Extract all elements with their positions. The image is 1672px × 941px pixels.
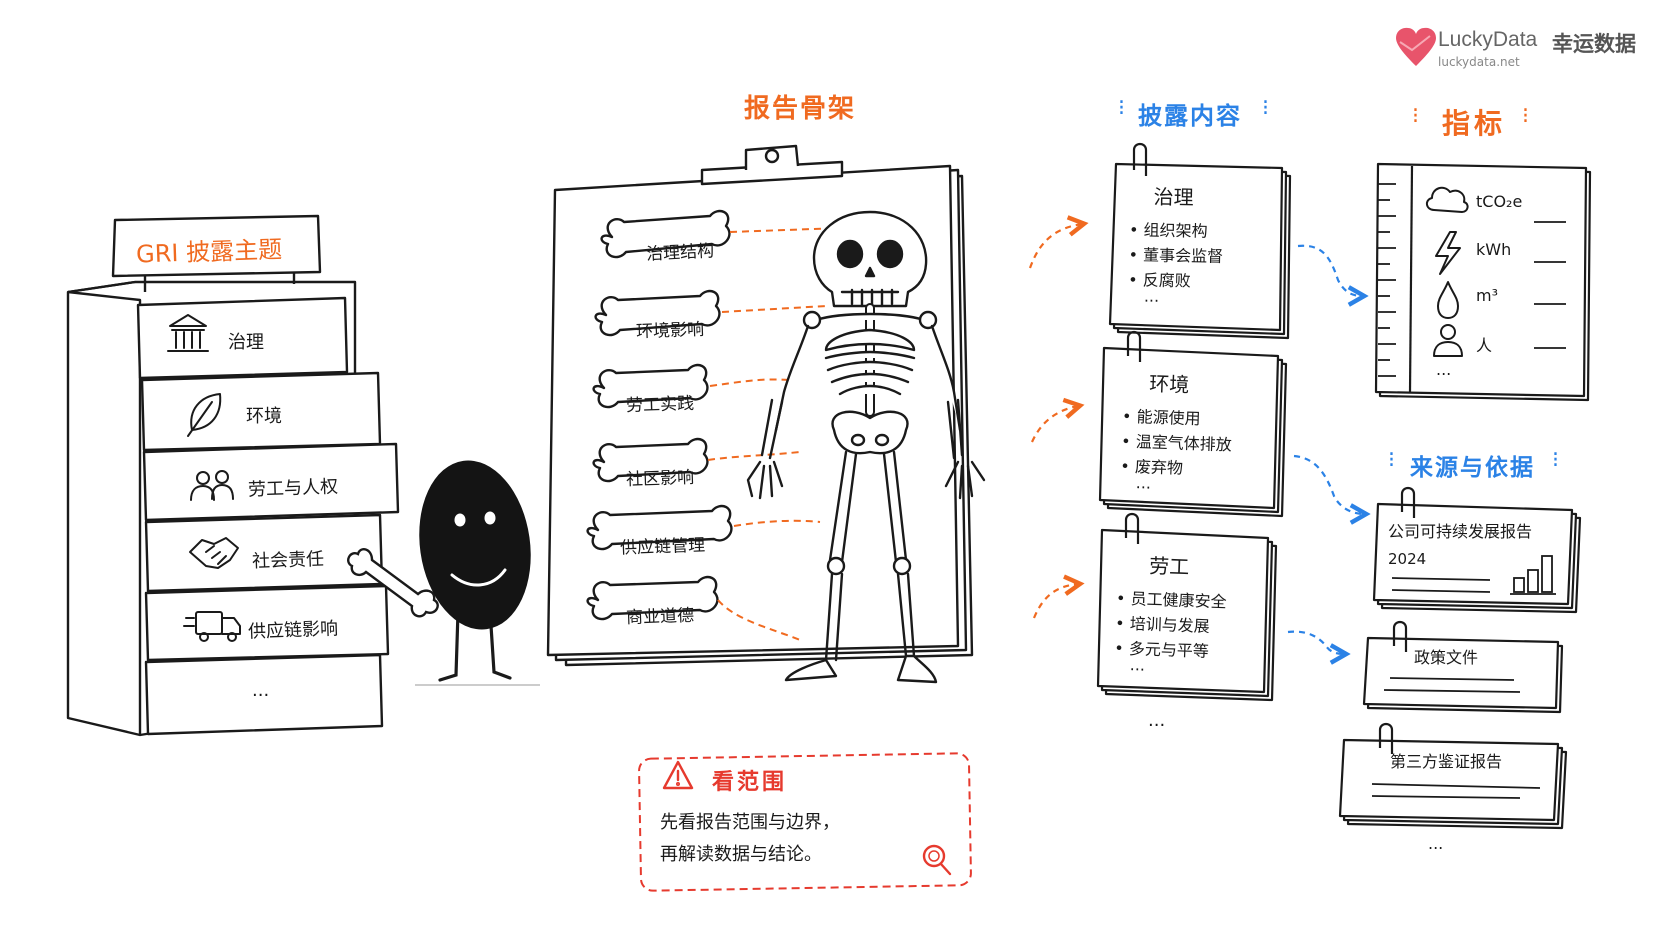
brand-url: luckydata.net <box>1438 55 1520 69</box>
bone-label-1: 环境影响 <box>635 319 705 343</box>
skeleton-figure <box>746 210 986 684</box>
scope-note-title: 看范围 <box>712 770 788 795</box>
drawer-label-social: 社会责任 <box>251 548 325 573</box>
cloud-icon <box>1426 186 1469 213</box>
drawer-governance <box>136 296 349 380</box>
drawer-label-labor: 劳工与人权 <box>247 476 339 501</box>
disclosure-bracket-left: ⁝ <box>1118 96 1125 121</box>
water-drop-icon <box>1437 281 1459 319</box>
lightning-icon <box>1435 231 1461 275</box>
warning-icon <box>662 760 694 790</box>
drawer-labor <box>142 442 400 522</box>
source-label-assurance: 第三方鉴证报告 <box>1390 752 1503 771</box>
card-item: • 员工健康安全 <box>1115 588 1227 612</box>
handshake-icon <box>189 537 239 569</box>
bone-label-5: 商业道德 <box>625 605 695 629</box>
metrics-bracket-left: ⁝ <box>1412 104 1419 129</box>
card-item: • 反腐败 <box>1128 270 1191 291</box>
drawer-label-supply-chain: 供应链影响 <box>247 618 339 643</box>
metric-unit-person: 人 <box>1476 336 1493 355</box>
card-more: ... <box>1143 286 1160 306</box>
magnifier-icon <box>922 844 952 876</box>
luckydata-logo-icon <box>1396 27 1436 66</box>
bone-shape-4 <box>586 504 733 551</box>
filing-cabinet <box>66 214 400 737</box>
disclosure-card-2-shape <box>1096 512 1278 702</box>
card-item: • 温室气体排放 <box>1120 431 1233 455</box>
metrics-more: ... <box>1436 360 1452 379</box>
bone-shape-0 <box>600 209 731 259</box>
metric-unit-co2: tCO₂e <box>1476 192 1523 211</box>
card-heading: 劳工 <box>1148 553 1190 580</box>
card-item: • 董事会监督 <box>1128 245 1224 266</box>
card-item: • 能源使用 <box>1121 406 1201 429</box>
gri-sign-label: GRI 披露主题 <box>135 235 283 269</box>
gri-sign-board <box>111 214 322 278</box>
bone-label-0: 治理结构 <box>645 241 715 265</box>
people-icon <box>190 470 234 501</box>
card-more: ... <box>1129 655 1146 675</box>
card-item: • 废弃物 <box>1120 456 1184 478</box>
metrics-ruler <box>1374 162 1592 402</box>
sources-more: ... <box>1428 834 1444 853</box>
metric-unit-m3: m³ <box>1476 286 1498 305</box>
bone-label-3: 社区影响 <box>625 467 695 491</box>
brand-name-cn: 幸运数据 <box>1552 32 1636 56</box>
truck-icon <box>183 611 241 642</box>
drawer-label-more: ... <box>252 680 270 701</box>
bone-shape-5 <box>586 575 719 621</box>
bar-chart-icon <box>1510 555 1556 595</box>
disclosure-bracket-right: ⁝ <box>1262 96 1269 121</box>
leaf-icon <box>187 393 222 437</box>
disclosure-card-1-shape <box>1098 330 1288 518</box>
card-item: • 培训与发展 <box>1114 613 1211 636</box>
sources-bracket-left: ⁝ <box>1388 448 1395 473</box>
metric-unit-kwh: kWh <box>1476 240 1512 259</box>
disclosure-title: 披露内容 <box>1138 102 1242 130</box>
metrics-bracket-right: ⁝ <box>1522 104 1529 129</box>
scope-note-line1: 先看报告范围与边界， <box>660 812 840 833</box>
card-item: • 组织架构 <box>1128 220 1208 241</box>
drawer-label-environment: 环境 <box>246 406 282 427</box>
source-label-report: 公司可持续发展报告 <box>1388 522 1533 541</box>
sources-bracket-right: ⁝ <box>1552 448 1559 473</box>
drawer-more <box>144 653 384 736</box>
bone-label-2: 劳工实践 <box>625 393 695 417</box>
bone-shape-3 <box>592 437 709 483</box>
scope-note-line2: 再解读数据与结论。 <box>660 844 822 865</box>
card-item: • 多元与平等 <box>1114 638 1210 661</box>
disclosure-more: ... <box>1148 710 1166 731</box>
metrics-title: 指标 <box>1442 107 1507 140</box>
bone-shape-2 <box>592 363 709 409</box>
bank-icon <box>167 314 209 352</box>
card-heading: 环境 <box>1148 371 1190 397</box>
source-label-policy: 政策文件 <box>1414 648 1479 667</box>
card-more: ... <box>1135 473 1152 493</box>
bone-label-4: 供应链管理 <box>619 535 706 559</box>
source-year: 2024 <box>1388 550 1427 568</box>
sources-title: 来源与依据 <box>1410 455 1535 481</box>
bone-shape-1 <box>594 289 721 337</box>
card-heading: 治理 <box>1153 184 1194 210</box>
black-bean-character <box>347 460 540 686</box>
drawer-label-governance: 治理 <box>228 332 264 353</box>
skeleton-title: 报告骨架 <box>744 94 857 124</box>
disclosure-card-0-shape <box>1108 142 1292 340</box>
source-card-2-shape <box>1338 722 1568 830</box>
brand-name: LuckyData <box>1438 28 1538 51</box>
person-icon <box>1433 324 1463 357</box>
scope-note-box <box>638 752 972 892</box>
drawer-supply-chain <box>144 584 390 662</box>
